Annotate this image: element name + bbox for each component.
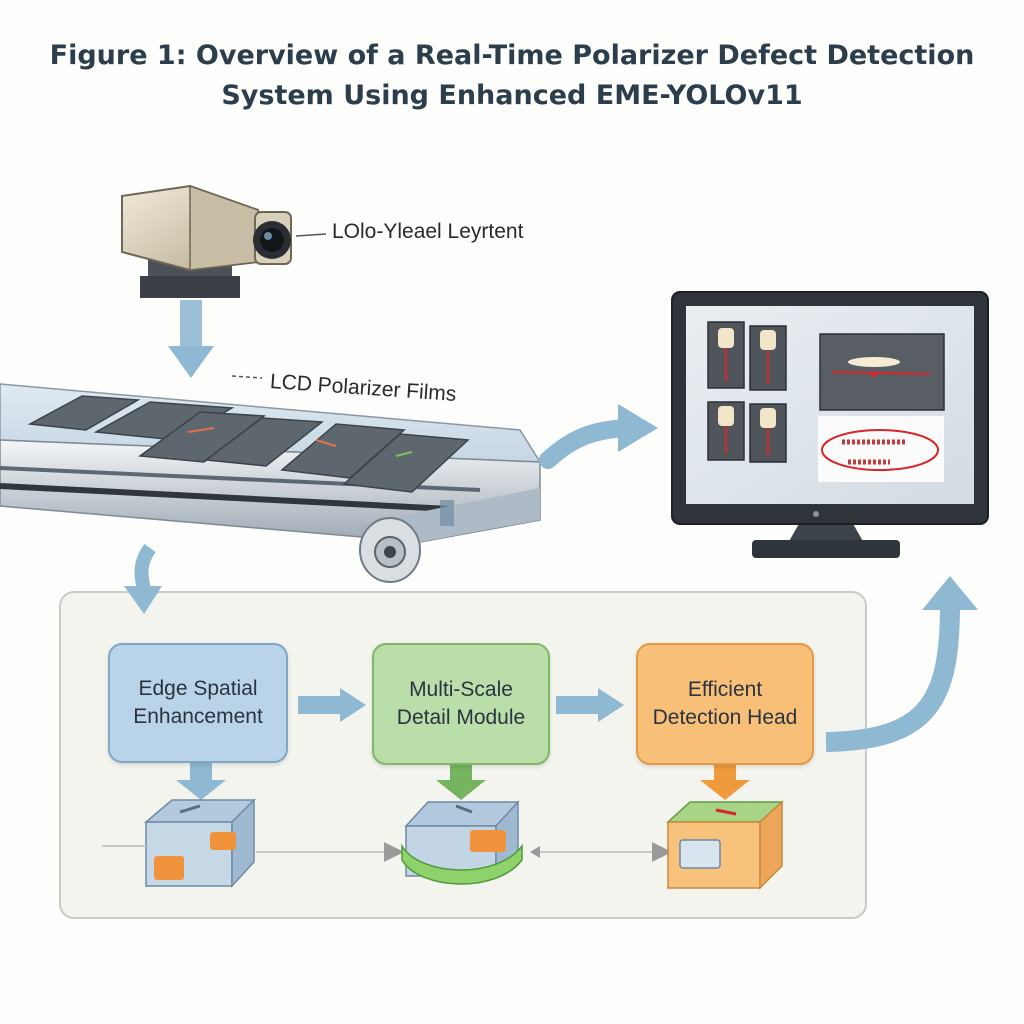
processing-to-monitor-arrow xyxy=(825,603,960,752)
screen-defect-thumbnail xyxy=(749,325,787,391)
module-edge-spatial-enhancement: Edge Spatial Enhancement xyxy=(108,643,288,763)
screen-defect-thumbnail xyxy=(707,401,745,461)
figure-title-line1: Figure 1: Overview of a Real-Time Polari… xyxy=(49,40,975,71)
figure-title-line2: System Using Enhanced EME-YOLOv11 xyxy=(221,80,803,111)
conveyor-to-processing-arrow xyxy=(134,543,156,592)
polarizer-film xyxy=(342,433,470,493)
camera-to-conveyor-arrow xyxy=(168,300,214,378)
module-label-line1: Efficient xyxy=(687,678,763,701)
feature-cube-blue-icon xyxy=(143,798,256,888)
module-label-line2: Enhancement xyxy=(133,705,263,728)
module-arrow xyxy=(556,688,624,722)
module-label-line2: Detail Module xyxy=(396,706,526,729)
screen-defect-thumbnail xyxy=(707,321,745,389)
figure-title: Figure 1: Overview of a Real-Time Polari… xyxy=(0,36,1024,116)
module-down-arrow xyxy=(176,762,226,800)
module-efficient-detection-head: Efficient Detection Head xyxy=(636,643,814,765)
screen-detection-result xyxy=(818,416,944,482)
module-multi-scale-detail: Multi-Scale Detail Module xyxy=(372,643,550,765)
module-label-line1: Edge Spatial xyxy=(138,677,258,700)
polarizer-film xyxy=(204,417,325,467)
polarizer-film xyxy=(27,395,141,431)
module-arrow xyxy=(298,688,366,722)
conveyor-to-monitor-arrow xyxy=(539,419,635,469)
camera-label: LOlo-Yleael Leyrtent xyxy=(332,220,524,243)
conveyor-label-leader xyxy=(231,375,263,379)
polarizer-film xyxy=(137,411,267,463)
detection-monitor xyxy=(671,291,989,558)
industrial-camera-icon xyxy=(121,184,292,298)
module-label-line1: Multi-Scale xyxy=(409,678,513,701)
feature-cube-orange-icon xyxy=(666,800,784,890)
module-label-line2: Detection Head xyxy=(652,706,798,729)
polarizer-film-list xyxy=(27,395,470,493)
screen-defect-closeup xyxy=(819,333,945,411)
screen-defect-thumbnail xyxy=(749,403,787,463)
polarizer-film xyxy=(280,423,406,479)
module-down-arrow xyxy=(436,764,486,800)
camera-label-leader xyxy=(295,233,327,237)
polarizer-film xyxy=(93,401,235,441)
feature-cube-green-icon xyxy=(401,800,523,885)
module-down-arrow xyxy=(700,764,750,800)
